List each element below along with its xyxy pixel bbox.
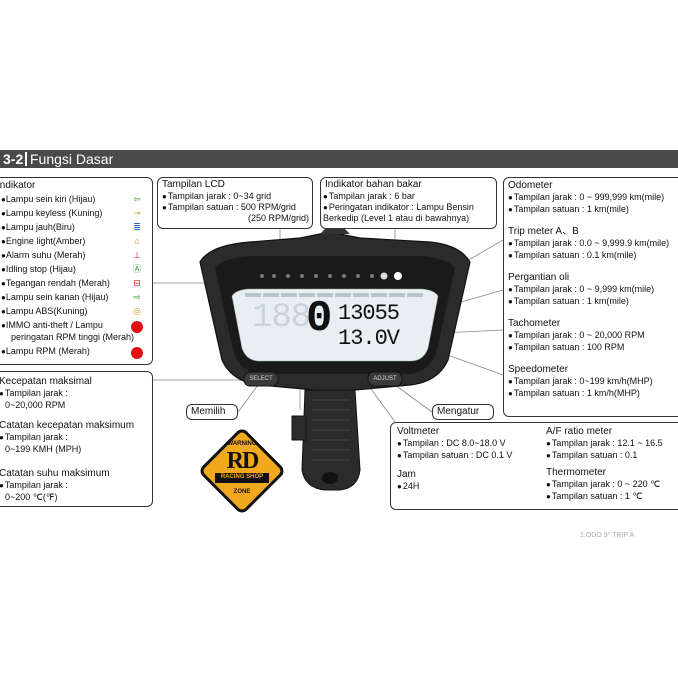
indikator-item: ●Lampu jauh(Biru) [1,222,75,232]
rpm-red-dot-icon [131,347,143,359]
indikator-box: Indikator ●Lampu sein kiri (Hijau) ●Lamp… [0,177,153,365]
indikator-item: ●Lampu sein kanan (Hijau) [1,292,109,302]
idling-stop-icon: Ⓐ [132,264,142,274]
max-speed-title: Kecepatan maksimal [0,376,92,387]
tacho-range: Tampilan jarak : 0 ~ 20,000 RPM [508,330,645,342]
thermo-title: Thermometer [546,467,607,478]
volt-range: Tampilan : DC 8.0~18.0 V [397,438,512,450]
lcd-range: Tampilan jarak : 0~34 grid [162,191,271,203]
lcd-unit-2: (250 RPM/grid) [248,213,310,223]
logo-bottom-text: ZONE [233,489,251,495]
rec-temp-value: 0~200 ℃(℉) [5,491,58,502]
key-icon: ⊸ [133,208,141,218]
lcd-gear: 0 [306,294,333,344]
trip-title: Trip meter A、B [508,226,579,237]
indikator-item-immo: ●IMMO anti-theft / Lampu [1,320,103,330]
logo-band-text: RACING SHOP [220,474,264,480]
indikator-item: ●Idling stop (Hijau) [1,264,76,274]
clock-title: Jam [397,469,416,480]
oil-title: Pergantian oli [508,272,570,283]
immo-red-dot-icon [131,321,143,333]
max-speed-value: 0~20,000 RPM [5,399,66,410]
indikator-item: ●Engine light(Amber) [1,236,86,246]
indikator-item: ●Tegangan rendah (Merah) [1,278,110,288]
fuel-title: Indikator bahan bakar [325,179,422,190]
lcd-odo: 13055 [338,301,400,326]
engine-icon: ⌂ [134,236,140,246]
af-range: Tampilan jarak : 12.1 ~ 16.5 [546,438,663,450]
left-arrow-icon: ⇦ [133,194,141,204]
trip-range: Tampilan jarak : 0.0 ~ 9,999.9 km(mile) [508,238,669,250]
indikator-item-rpm: ●Lampu RPM (Merah) [1,346,90,356]
rec-speed-range: Tampilan jarak : [0,432,134,444]
af-unit: Tampilan satuan : 0.1 [546,450,663,462]
lcd-title: Tampilan LCD [162,179,225,190]
lcd-speed-ghost: 188 [252,299,311,337]
oil-range: Tampilan jarak : 0 ~ 9,999 km(mile) [508,284,654,296]
temperature-icon: ⊥ [133,250,141,260]
rd-racing-logo: WARNING RD RACING SHOP ZONE [199,428,285,514]
select-callout: Memilih [186,404,238,420]
rec-speed-title: Catatan kecepatan maksimum [0,420,135,431]
tacho-title: Tachometer [508,318,561,329]
odometer-range: Tampilan jarak : 0 ~ 999,999 km(mile) [508,192,664,204]
indikator-item-immo-2: peringatan RPM tinggi (Merah) [11,332,135,342]
trip-unit: Tampilan satuan : 0.1 km(mile) [508,250,669,262]
lcd-unit: Tampilan satuan : 500 RPM/grid [162,202,296,214]
clock-value: 24H [397,481,420,493]
select-button[interactable]: SELECT [249,376,273,382]
indikator-item: ●Lampu ABS(Kuning) [1,306,88,316]
rec-temp-range: Tampilan jarak : [0,480,110,492]
odometer-unit: Tampilan satuan : 1 km(mile) [508,204,664,216]
volt-unit: Tampilan satuan : DC 0.1 V [397,450,513,462]
right-arrow-icon: ⇨ [133,292,141,302]
footer-note: 1.ODO 9° TRIP A [580,532,635,539]
indikator-title: Indikator [0,180,36,191]
odometer-title: Odometer [508,180,553,191]
indikator-item: ●Lampu keyless (Kuning) [1,208,103,218]
indikator-item: ●Lampu sein kiri (Hijau) [1,194,96,204]
fuel-warning: Peringatan indikator : Lampu Bensin [323,202,474,214]
adjust-callout: Mengatur [432,404,494,420]
fuel-range: Tampilan jarak : 6 bar [323,191,415,203]
rec-temp-title: Catatan suhu maksimum [0,468,110,479]
battery-icon: ⊟ [133,278,141,288]
rec-speed-value: 0~199 KMH (MPH) [5,443,82,454]
adjust-button[interactable]: ADJUST [373,376,397,382]
af-title: A/F ratio meter [546,426,613,437]
max-records-box: Kecepatan maksimal Tampilan jarak : 0~20… [0,371,153,507]
logo-letters: RD [226,448,260,474]
right-panel-box: Odometer Tampilan jarak : 0 ~ 999,999 km… [503,177,678,417]
fuel-box: Indikator bahan bakar Tampilan jarak : 6… [320,177,497,229]
oil-unit: Tampilan satuan : 1 km(mile) [508,296,654,308]
thermo-unit: Tampilan satuan : 1 ℃ [546,491,660,503]
section-header: 3-2 Fungsi Dasar [0,150,678,168]
volt-af-box: Voltmeter Tampilan : DC 8.0~18.0 V Tampi… [390,422,678,510]
high-beam-icon: ≣ [133,222,141,232]
indikator-item: ●Alarm suhu (Merah) [1,250,86,260]
speedo-title: Speedometer [508,364,569,375]
thermo-range: Tampilan jarak : 0 ~ 220 ℃ [546,479,660,491]
speedo-unit: Tampilan satuan : 1 km/h(MHP) [508,388,653,400]
speedo-range: Tampilan jarak : 0~199 km/h(MHP) [508,376,653,388]
section-number: 3-2 [3,151,24,167]
fuel-warning-2: Berkedip (Level 1 atau di bawahnya) [323,213,470,223]
header-separator [25,152,27,166]
lcd-box: Tampilan LCD Tampilan jarak : 0~34 grid … [157,177,313,229]
lcd-volt: 13.0V [338,326,400,351]
tacho-unit: Tampilan satuan : 100 RPM [508,342,645,354]
max-speed-range: Tampilan jarak : [0,388,92,400]
abs-icon: ◎ [133,306,141,316]
logo-top-text: WARNING [227,441,257,447]
section-title: Fungsi Dasar [30,151,114,167]
volt-title: Voltmeter [397,426,440,437]
